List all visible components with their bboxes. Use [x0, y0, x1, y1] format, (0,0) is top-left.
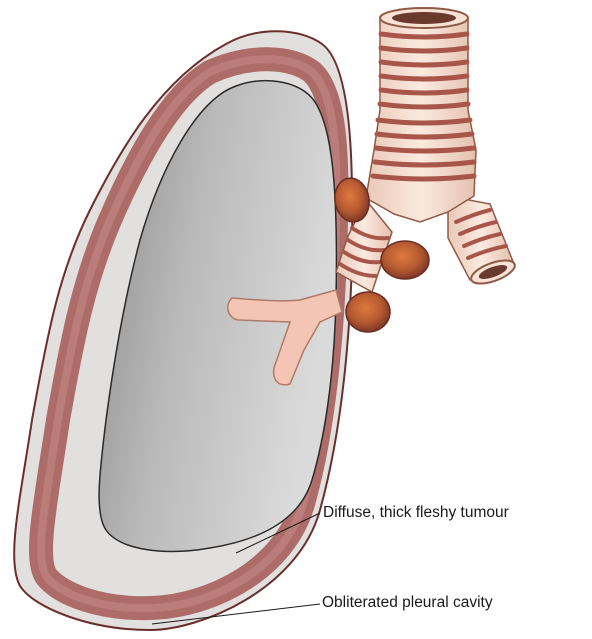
- lymph-node-middle: [381, 241, 429, 279]
- label-tumour: Diffuse, thick fleshy tumour: [323, 504, 509, 522]
- label-cavity: Obliterated pleural cavity: [322, 594, 493, 612]
- trachea: [336, 8, 518, 292]
- lymph-node-lower: [346, 292, 390, 332]
